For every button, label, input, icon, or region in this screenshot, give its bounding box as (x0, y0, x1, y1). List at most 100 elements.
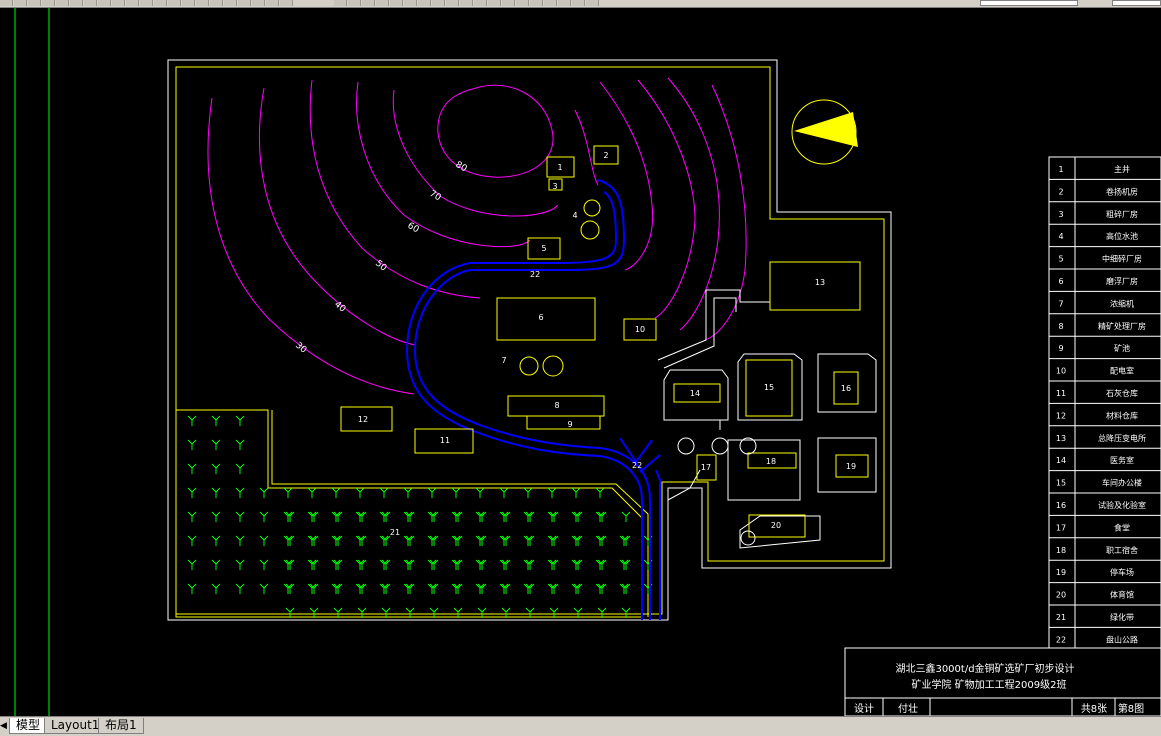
legend-number: 3 (1058, 210, 1063, 219)
toolbar-button[interactable] (182, 0, 195, 6)
contour-label-30: 30 (293, 341, 308, 356)
mountain-road (405, 179, 661, 620)
tree-symbol (573, 511, 583, 522)
tree-symbol (501, 535, 511, 546)
toolbar-button[interactable] (28, 0, 41, 6)
toolbar-button[interactable] (404, 0, 417, 6)
tree-symbol (331, 487, 341, 498)
tree-symbol (187, 559, 197, 570)
tab-layout2[interactable]: 布局1 (98, 718, 144, 734)
legend-name: 职工宿舍 (1106, 545, 1138, 555)
toolbar-button[interactable] (98, 0, 111, 6)
tree-symbol (211, 559, 221, 570)
tree-symbol (211, 439, 221, 450)
tree-symbol (235, 439, 245, 450)
toolbar-button[interactable] (84, 0, 97, 6)
toolbar-button[interactable] (0, 0, 13, 6)
toolbar-button[interactable] (42, 0, 55, 6)
toolbar-button[interactable] (418, 0, 431, 6)
tree-symbol (525, 559, 535, 570)
toolbar-button[interactable] (168, 0, 181, 6)
toolbar-button[interactable] (572, 0, 585, 6)
building-14 (673, 383, 721, 403)
tree-symbol (453, 607, 463, 618)
toolbar-dropdown-2[interactable] (1112, 0, 1161, 6)
legend-number: 5 (1058, 255, 1063, 264)
toolbar-button[interactable] (446, 0, 459, 6)
legend-number: 12 (1056, 411, 1066, 420)
toolbar-button[interactable] (362, 0, 375, 6)
toolbar-button[interactable] (112, 0, 125, 6)
tree-symbol (309, 583, 319, 594)
tree-symbol (573, 607, 583, 618)
tree-symbol (259, 535, 269, 546)
building-5 (527, 237, 561, 260)
building-15 (745, 359, 793, 417)
building-3 (548, 178, 563, 191)
tree-symbol (235, 559, 245, 570)
toolbar-button[interactable] (474, 0, 487, 6)
building-9 (526, 415, 601, 430)
toolbar-button[interactable] (210, 0, 223, 6)
tab-model[interactable]: 模型 (9, 718, 48, 734)
svg-text:7: 7 (501, 356, 506, 365)
tree-symbol (405, 607, 415, 618)
toolbar-button[interactable] (544, 0, 557, 6)
toolbar-button[interactable] (586, 0, 599, 6)
tree-symbol (285, 559, 295, 570)
toolbar-button[interactable] (154, 0, 167, 6)
toolbar-button[interactable] (140, 0, 153, 6)
toolbar-button[interactable] (530, 0, 543, 6)
toolbar-button[interactable] (516, 0, 529, 6)
svg-text:21: 21 (390, 528, 400, 537)
tree-symbol (235, 463, 245, 474)
toolbar-button[interactable] (348, 0, 361, 6)
toolbar-button[interactable] (126, 0, 139, 6)
toolbar-button[interactable] (390, 0, 403, 6)
toolbar-button[interactable] (70, 0, 83, 6)
tree-symbol (187, 583, 197, 594)
legend-name: 高位水池 (1106, 231, 1138, 241)
tree-symbol (477, 559, 487, 570)
tree-symbol (427, 487, 437, 498)
drawing-canvas[interactable]: 80 70 60 50 40 30 22 22 (0, 8, 1161, 716)
toolbar-button[interactable] (488, 0, 501, 6)
toolbar-button[interactable] (376, 0, 389, 6)
toolbar-button[interactable] (252, 0, 265, 6)
title-line-1: 湖北三鑫3000t/d金铜矿选矿厂初步设计 (895, 662, 1074, 675)
building-18 (747, 452, 797, 469)
legend-number: 16 (1056, 501, 1066, 510)
building-4b (580, 220, 600, 240)
toolbar-button[interactable] (224, 0, 237, 6)
tree-symbol (549, 559, 559, 570)
toolbar-button[interactable] (502, 0, 515, 6)
tab-scroll-left-icon[interactable]: ◀ (0, 720, 7, 730)
toolbar-button[interactable] (196, 0, 209, 6)
toolbar-button[interactable] (266, 0, 279, 6)
toolbar-button[interactable] (460, 0, 473, 6)
toolbar-button[interactable] (14, 0, 27, 6)
tree-symbol (501, 511, 511, 522)
toolbar-button[interactable] (558, 0, 571, 6)
toolbar (0, 0, 1161, 8)
tree-symbol (333, 559, 343, 570)
building-4a (583, 199, 601, 217)
svg-text:10: 10 (635, 325, 645, 334)
tree-symbol (621, 583, 631, 594)
tree-symbol (357, 511, 367, 522)
toolbar-button[interactable] (238, 0, 251, 6)
toolbar-button[interactable] (56, 0, 69, 6)
toolbar-button[interactable] (334, 0, 347, 6)
toolbar-button[interactable] (280, 0, 293, 6)
tree-symbol (621, 511, 631, 522)
toolbar-dropdown[interactable] (980, 0, 1078, 6)
legend-name: 主井 (1114, 164, 1130, 174)
building-11 (414, 428, 474, 454)
tree-symbol (259, 559, 269, 570)
toolbar-button[interactable] (432, 0, 445, 6)
legend-name: 石灰仓库 (1106, 388, 1138, 398)
contour-label-80: 80 (454, 160, 469, 175)
tree-symbol (307, 487, 317, 498)
tree-symbol (285, 511, 295, 522)
